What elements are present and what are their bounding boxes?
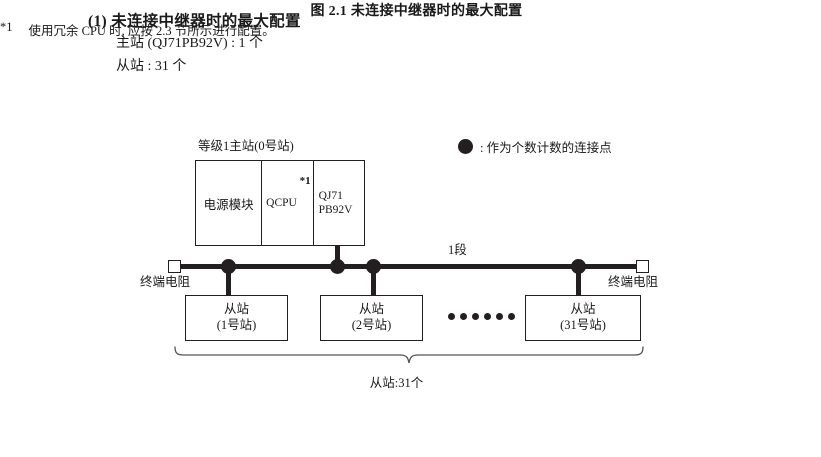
footnote-marker-1: *1 — [299, 175, 311, 187]
terminal-resistor-right-icon — [636, 260, 649, 273]
ellipsis-dot — [448, 313, 455, 320]
slave-station-name: 从站 — [570, 302, 596, 317]
connection-point-dot — [330, 259, 345, 274]
footnote-marker: *1 — [0, 20, 13, 34]
page-title: (1) 未连接中继器时的最大配置 — [88, 13, 301, 30]
terminal-resistor-right-label: 终端电阻 — [608, 275, 659, 289]
slave-station-box: 从站 (1号站) — [185, 295, 288, 341]
slave-group-brace — [172, 346, 646, 373]
ellipsis-dot — [508, 313, 515, 320]
brace-label-wrapper: 从站:31个 — [0, 372, 821, 391]
filled-circle-icon — [458, 139, 473, 154]
qcpu-module-cell: QCPU *1 — [261, 161, 312, 245]
slave-station-number: (31号站) — [560, 318, 606, 332]
ellipsis-dots — [448, 313, 515, 320]
slave-station-name: 从站 — [358, 302, 384, 317]
legend-label: : 作为个数计数的连接点 — [480, 141, 612, 155]
network-module-cell: QJ71 PB92V — [312, 161, 364, 245]
legend: : 作为个数计数的连接点 — [458, 137, 612, 156]
master-drop-line — [335, 246, 340, 268]
slave-station-number: (2号站) — [351, 318, 392, 332]
heading-block: (1) 未连接中继器时的最大配置 主站 (QJ71PB92V) : 1 个 从站… — [88, 10, 688, 79]
ellipsis-dot — [460, 313, 467, 320]
network-module-label-line1: QJ71 — [318, 189, 343, 202]
slave-station-name: 从站 — [223, 302, 249, 317]
slave-station-number: (1号站) — [216, 318, 257, 332]
slave-station-box: 从站 (31号站) — [525, 295, 641, 341]
ellipsis-dot — [484, 313, 491, 320]
ellipsis-dot — [496, 313, 503, 320]
footnote-text: 使用冗余 CPU 时, 应按 2.3 节所示进行配置。 — [28, 24, 275, 38]
segment-label: 1段 — [448, 243, 467, 257]
bus-trunk-line — [176, 264, 642, 269]
master-station-module: 电源模块 QCPU *1 QJ71 PB92V — [195, 160, 365, 246]
network-module-label: QJ71 PB92V — [319, 189, 353, 217]
terminal-resistor-left-icon — [168, 260, 181, 273]
master-station-label: 等级1主站(0号站) — [198, 139, 294, 153]
slave-drop-line — [226, 264, 231, 296]
slave-drop-line — [371, 264, 376, 296]
ellipsis-dot — [472, 313, 479, 320]
slave-total-label: 从站:31个 — [369, 376, 424, 390]
slave-station-box: 从站 (2号站) — [320, 295, 423, 341]
slave-drop-line — [576, 264, 581, 296]
network-module-label-line2: PB92V — [318, 204, 353, 216]
footnote: *1 使用冗余 CPU 时, 应按 2.3 节所示进行配置。 — [0, 20, 821, 39]
figure-caption-wrapper: 图 2.1 未连接中继器时的最大配置 — [0, 0, 821, 20]
power-module-label: 电源模块 — [203, 197, 254, 212]
figure-caption: 图 2.1 未连接中继器时的最大配置 — [310, 4, 523, 19]
power-module-cell: 电源模块 — [196, 161, 261, 245]
terminal-resistor-left-label: 终端电阻 — [140, 275, 191, 289]
spec-master-count: 主站 (QJ71PB92V) : 1 个 — [116, 36, 264, 52]
spec-slave-count: 从站 : 31 个 — [116, 58, 187, 74]
qcpu-label: QCPU — [266, 197, 297, 209]
